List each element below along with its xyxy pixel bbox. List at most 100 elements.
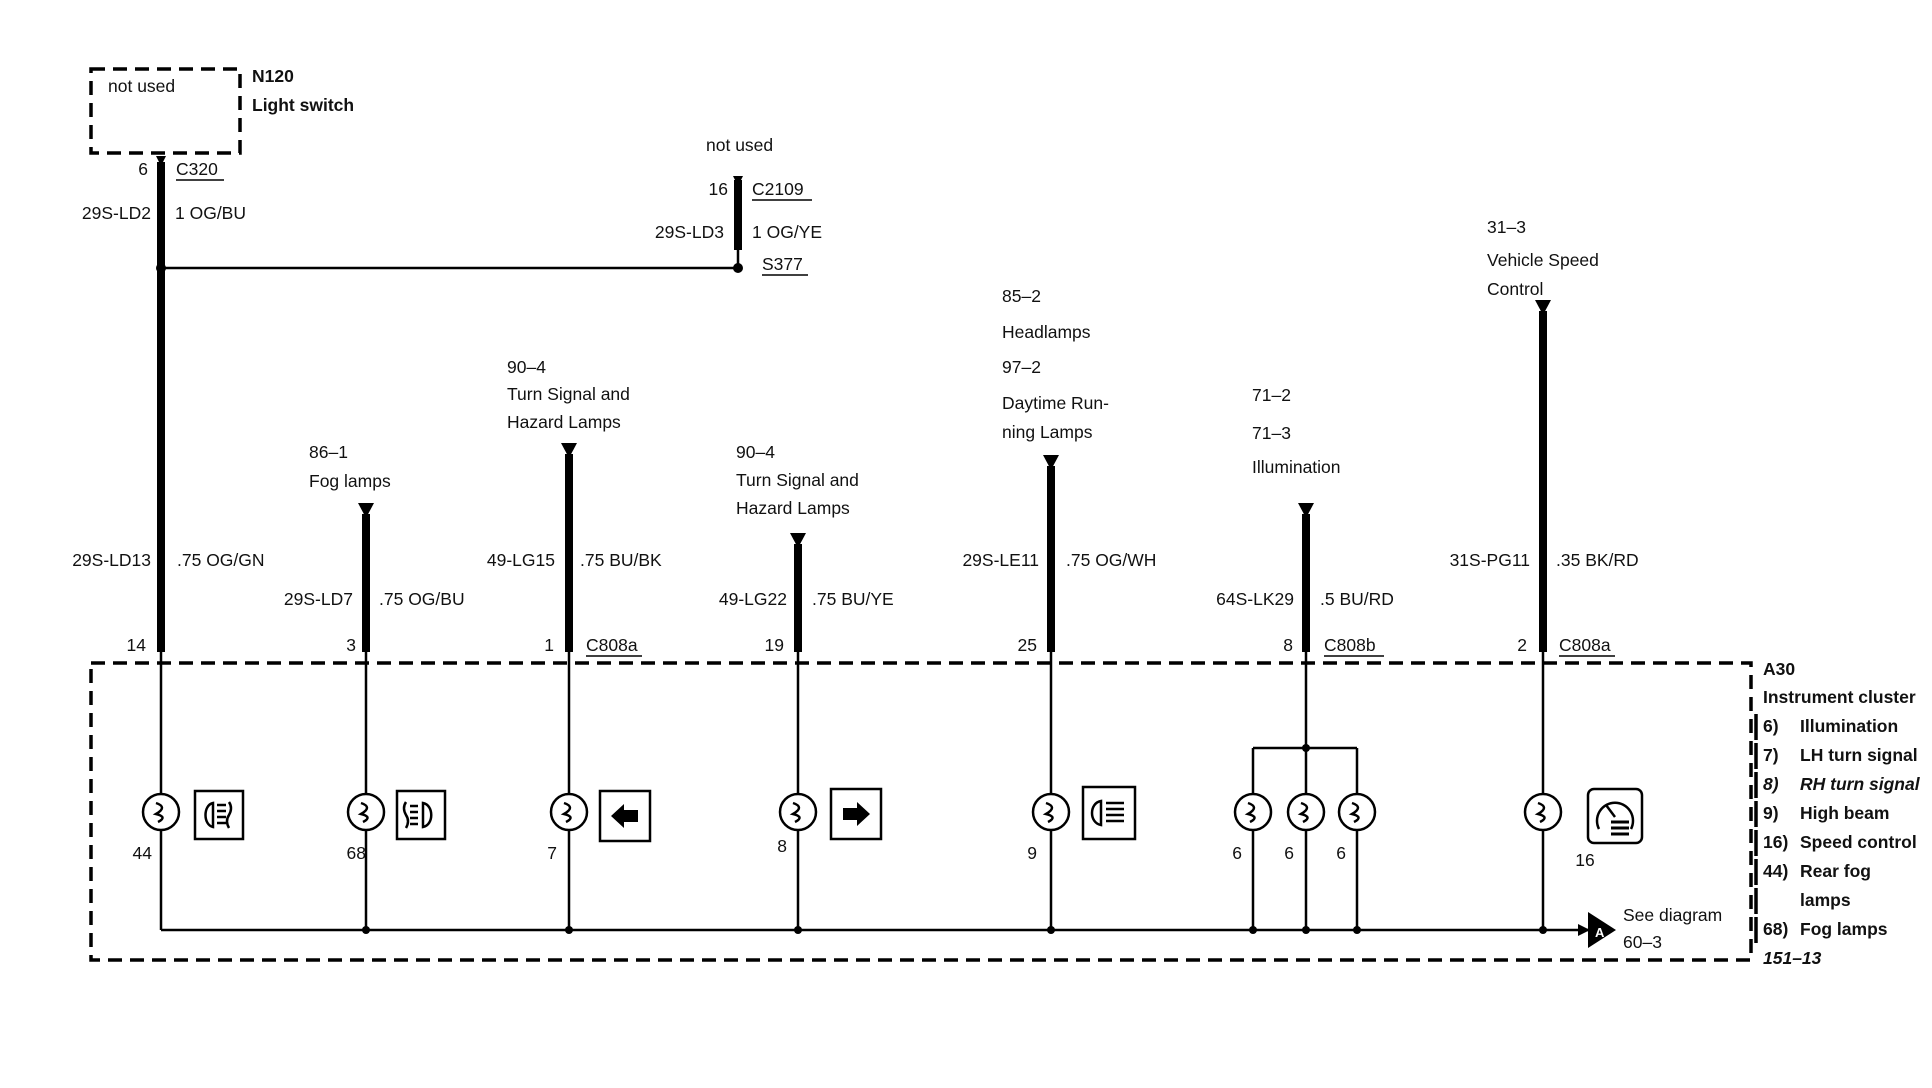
feed-wire-pin-19: 90–4 Turn Signal and Hazard Lamps 49-LG2…: [719, 442, 894, 655]
feed-wire-pin-14: 29S-LD13 .75 OG/GN 14: [72, 550, 264, 655]
feed-pin: 14: [127, 635, 147, 655]
cluster-id: A30: [1763, 659, 1795, 679]
feed-ref: 97–2: [1002, 357, 1041, 377]
cluster-page-ref: 151–13: [1763, 948, 1822, 968]
feed-connector: C808a: [1559, 635, 1611, 655]
legend-text: lamps: [1800, 890, 1851, 910]
feed-ref: 71–2: [1252, 385, 1291, 405]
feed-gauge-color: .75 OG/WH: [1066, 550, 1156, 570]
feed-pin: 3: [346, 635, 356, 655]
instrument-cluster-boundary: [89, 661, 1753, 962]
feed-gauge-color: .75 BU/YE: [812, 589, 894, 609]
lamp-number: 6: [1336, 843, 1346, 863]
c320-circuit: 29S-LD2: [82, 203, 151, 223]
c2109-wire: not used 16 C2109 29S-LD3 1 OG/YE S377: [655, 135, 822, 276]
c320-connector: C320: [176, 159, 218, 179]
s377-splice: S377: [762, 254, 803, 274]
c2109-gauge-color: 1 OG/YE: [752, 222, 822, 242]
feed-gauge-color: .75 BU/BK: [580, 550, 662, 570]
feed-circuit: 29S-LD13: [72, 550, 151, 570]
lamp-7: 7: [547, 789, 652, 863]
legend-num: 16): [1763, 832, 1788, 852]
lamp-number: 9: [1027, 843, 1037, 863]
see-diagram-ref: 60–3: [1623, 932, 1662, 952]
lamp-number: 44: [133, 843, 153, 863]
lamp-68: 68: [347, 789, 447, 863]
feed-ref: 31–3: [1487, 217, 1526, 237]
feed-gauge-color: .75 OG/GN: [177, 550, 265, 570]
feed-circuit: 64S-LK29: [1216, 589, 1294, 609]
feed-ref: 85–2: [1002, 286, 1041, 306]
feed-ref: 90–4: [736, 442, 775, 462]
legend-text: Illumination: [1800, 716, 1898, 736]
feed-pin: 25: [1018, 635, 1037, 655]
feed-ref: Fog lamps: [309, 471, 391, 491]
c2109-connector: C2109: [752, 179, 804, 199]
feed-connector: C808a: [586, 635, 638, 655]
feed-ref: Vehicle Speed: [1487, 250, 1599, 270]
light-switch-box: not used N120 Light switch: [89, 66, 354, 155]
feed-circuit: 31S-PG11: [1450, 550, 1530, 570]
lamp-number: 6: [1232, 843, 1242, 863]
feed-ref: Turn Signal and: [507, 384, 630, 404]
speed-control-icon: [1595, 801, 1635, 836]
cluster-internal-wiring: [159, 652, 1590, 936]
lamp-6b: 6: [1284, 792, 1326, 863]
feed-wire-pin-25: 85–2 Headlamps 97–2 Daytime Run- ning La…: [962, 286, 1156, 655]
feed-ref: Headlamps: [1002, 322, 1091, 342]
feed-wire-pin-2: 31–3 Vehicle Speed Control 31S-PG11 .35 …: [1450, 217, 1639, 657]
legend-text: LH turn signal: [1800, 745, 1918, 765]
feed-circuit: 29S-LE11: [962, 550, 1039, 570]
feed-circuit: 49-LG22: [719, 589, 787, 609]
see-diagram-link[interactable]: A See diagram 60–3: [1588, 905, 1722, 952]
feed-circuit: 49-LG15: [487, 550, 555, 570]
cluster-name: Instrument cluster: [1763, 687, 1916, 707]
front-fog-lamp-icon: [402, 801, 433, 829]
legend-num: 6): [1763, 716, 1779, 736]
legend-text: Speed control: [1800, 832, 1917, 852]
legend-text: RH turn signal: [1800, 774, 1921, 794]
feed-connector: C808b: [1324, 635, 1376, 655]
lamp-number: 7: [547, 843, 557, 863]
main-feed-wire: 6 C320 29S-LD2 1 OG/BU: [82, 156, 246, 652]
legend-text: High beam: [1800, 803, 1889, 823]
c2109-circuit: 29S-LD3: [655, 222, 724, 242]
legend-num: 8): [1763, 774, 1779, 794]
feed-ref: Daytime Run-: [1002, 393, 1109, 413]
feed-ref: 86–1: [309, 442, 348, 462]
lamp-9: 9: [1027, 785, 1137, 863]
lamp-6a: 6: [1232, 792, 1273, 863]
light-switch-name: Light switch: [252, 95, 354, 115]
feed-ref: 90–4: [507, 357, 546, 377]
c2109-not-used: not used: [706, 135, 773, 155]
feed-gauge-color: .35 BK/RD: [1556, 550, 1639, 570]
legend-text: Rear fog: [1800, 861, 1871, 881]
feed-wire-pin-8: 71–2 71–3 Illumination 64S-LK29 .5 BU/RD…: [1216, 385, 1394, 657]
see-diagram-marker: A: [1595, 925, 1605, 940]
high-beam-icon: [1090, 799, 1124, 827]
lamp-44: 44: [133, 789, 245, 863]
feed-ref: Hazard Lamps: [507, 412, 621, 432]
lamp-number: 6: [1284, 843, 1294, 863]
feed-ref: Illumination: [1252, 457, 1341, 477]
feed-ref: 71–3: [1252, 423, 1291, 443]
feed-circuit: 29S-LD7: [284, 589, 353, 609]
light-switch-not-used: not used: [108, 76, 175, 96]
lamp-16: 16: [1523, 787, 1644, 870]
rh-turn-arrow-icon: [843, 802, 870, 826]
lh-turn-arrow-icon: [611, 804, 638, 828]
legend-num: 9): [1763, 803, 1779, 823]
feed-pin: 8: [1283, 635, 1293, 655]
lamp-number: 16: [1575, 850, 1594, 870]
feed-pin: 1: [544, 635, 554, 655]
light-switch-id: N120: [252, 66, 294, 86]
lamp-8: 8: [777, 787, 883, 856]
legend-num: 44): [1763, 861, 1788, 881]
legend-text: Fog lamps: [1800, 919, 1888, 939]
c2109-pin: 16: [709, 179, 728, 199]
feed-gauge-color: .5 BU/RD: [1320, 589, 1394, 609]
feed-pin: 19: [765, 635, 784, 655]
cluster-legend: A30 Instrument cluster 6) Illumination 7…: [1754, 659, 1921, 968]
legend-num: 7): [1763, 745, 1779, 765]
